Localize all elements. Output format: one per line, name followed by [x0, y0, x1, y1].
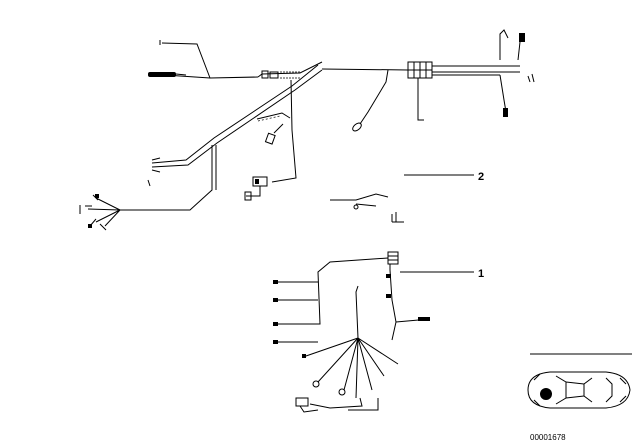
- lower-wiring-harness: [273, 251, 431, 413]
- vehicle-locator-thumbnail: 00001678: [527, 353, 632, 442]
- upper-wiring-harness: [79, 29, 535, 231]
- callout-2: 2: [404, 171, 484, 183]
- callout-2-label: 2: [478, 171, 484, 183]
- component-location-marker: [540, 388, 552, 400]
- document-number: 00001678: [530, 433, 566, 442]
- car-outline-icon: [527, 371, 631, 409]
- callout-1-label: 1: [478, 268, 484, 280]
- callout-1: 1: [400, 268, 484, 280]
